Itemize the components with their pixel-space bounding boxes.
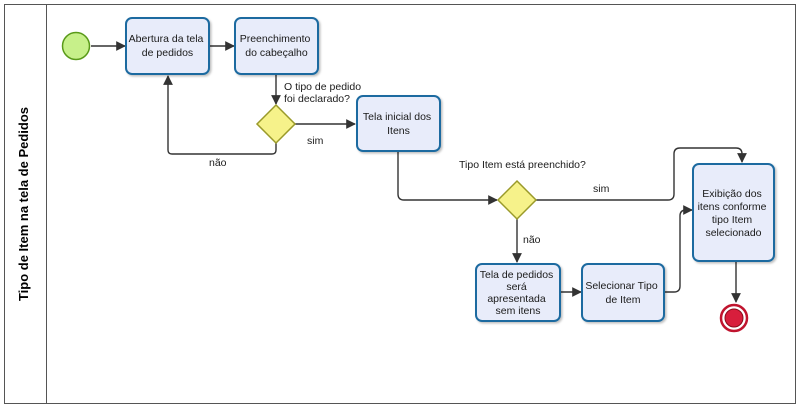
task-abertura-label: Abertura da tela de pedidos	[129, 33, 207, 59]
task-preenchimento-line-2: do cabeçalho	[245, 47, 308, 59]
edge-gateway2-to-exibicao	[536, 147, 747, 201]
gateway-tipo-pedido-diamond	[255, 103, 297, 145]
task-tela-pedidos-line-3: apresentada	[487, 293, 546, 305]
gateway-tipo-pedido-question: O tipo de pedido foi declarado?	[284, 81, 364, 105]
task-selecionar-tipo: Selecionar Tipo de Item	[581, 263, 665, 322]
start-event	[61, 31, 91, 61]
start-event-circle	[61, 31, 91, 61]
end-event	[719, 303, 749, 333]
edge-telainicial-to-gateway2	[397, 151, 498, 205]
gateway-tipo-item-question: Tipo Item está preenchido?	[459, 159, 586, 171]
task-selecionar-tipo-line-1: Selecionar Tipo	[585, 280, 658, 292]
task-exibicao-itens-box	[692, 163, 775, 262]
gateway-tipo-item: Tipo Item está preenchido?	[459, 159, 586, 221]
edge-label-nao-1: não	[209, 157, 227, 169]
task-tela-inicial: Tela inicial dos Itens	[356, 95, 441, 152]
task-preenchimento-label: Preenchimento do cabeçalho	[240, 33, 314, 59]
task-preenchimento-line-1: Preenchimento	[240, 33, 311, 45]
task-tela-inicial-label: Tela inicial dos Itens	[363, 111, 434, 137]
task-tela-pedidos-sem-itens-box	[475, 263, 561, 322]
task-exibicao-line-1: Exibição dos	[702, 188, 762, 200]
task-preenchimento: Preenchimento do cabeçalho	[234, 17, 319, 75]
task-abertura-line-1: Abertura da tela	[129, 33, 204, 45]
task-selecionar-tipo-line-2: de Item	[605, 294, 640, 306]
task-selecionar-tipo-label: Selecionar Tipo de Item	[585, 280, 660, 306]
task-abertura: Abertura da tela de pedidos	[125, 17, 210, 75]
task-tela-inicial-line-2: Itens	[387, 125, 410, 137]
pool-title: Tipo de Item na tela de Pedidos	[16, 107, 31, 301]
task-preenchimento-box	[234, 17, 319, 75]
task-selecionar-tipo-box	[581, 263, 665, 322]
task-tela-pedidos-line-2: será	[506, 281, 527, 293]
edge-label-sim-1: sim	[307, 135, 324, 147]
end-event-inner	[724, 308, 744, 328]
task-tela-pedidos-line-4: sem itens	[496, 305, 541, 317]
task-tela-inicial-line-1: Tela inicial dos	[363, 111, 431, 123]
edges	[91, 41, 747, 303]
gateway-tipo-pedido-line-2: foi declarado?	[284, 93, 350, 105]
pool: Tipo de Item na tela de Pedidos	[4, 4, 796, 404]
gateway-tipo-pedido-line-1: O tipo de pedido	[284, 81, 361, 93]
edge-selecionar-to-exibicao	[664, 205, 693, 293]
task-tela-pedidos-sem-itens: Tela de pedidos será apresentada sem ite…	[475, 263, 561, 322]
task-exibicao-itens-label: Exibição dos itens conforme tipo Item se…	[698, 188, 770, 239]
task-abertura-line-2: de pedidos	[142, 47, 193, 59]
task-tela-pedidos-sem-itens-label: Tela de pedidos será apresentada sem ite…	[480, 269, 556, 317]
task-exibicao-itens: Exibição dos itens conforme tipo Item se…	[692, 163, 775, 262]
gateway-tipo-item-diamond	[496, 179, 538, 221]
task-tela-pedidos-line-1: Tela de pedidos	[480, 269, 554, 281]
task-abertura-box	[125, 17, 210, 75]
task-tela-inicial-box	[356, 95, 441, 152]
task-exibicao-line-2: itens conforme	[698, 201, 767, 213]
task-exibicao-line-3: tipo Item	[712, 214, 753, 226]
edge-gateway1-to-abertura	[163, 75, 277, 155]
pool-border	[4, 4, 796, 404]
edge-label-sim-2: sim	[593, 183, 610, 195]
task-exibicao-line-4: selecionado	[705, 227, 761, 239]
gateway-tipo-pedido: O tipo de pedido foi declarado?	[255, 81, 364, 145]
edge-label-nao-2: não	[523, 234, 541, 246]
